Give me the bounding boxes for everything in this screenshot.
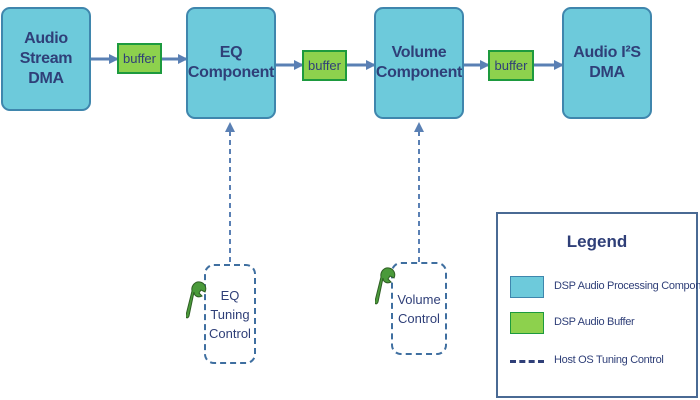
control-eq-tuning: EQ Tuning Control [204,264,256,364]
buffer-1: buffer [117,43,162,74]
buffer-3: buffer [488,50,534,81]
component-eq: EQ Component [186,7,276,119]
wrench-icon [186,281,207,319]
legend-label-buffer: DSP Audio Buffer [554,316,635,328]
legend-swatch-component [510,276,544,298]
control-volume: Volume Control [391,262,447,355]
component-audio-i2s-dma: Audio I²S DMA [562,7,652,119]
wrench-icon [375,267,396,305]
buffer-2: buffer [302,50,347,81]
component-audio-stream-dma: Audio Stream DMA [1,7,91,111]
legend-title: Legend [566,232,628,251]
legend-label-dashed: Host OS Tuning Control [554,354,664,366]
legend: Legend DSP Audio Processing Component DS… [496,212,700,398]
legend-swatch-dashed [510,360,544,363]
component-volume: Volume Component [374,7,464,119]
legend-swatch-buffer [510,312,544,334]
legend-label-component: DSP Audio Processing Component [554,280,700,292]
